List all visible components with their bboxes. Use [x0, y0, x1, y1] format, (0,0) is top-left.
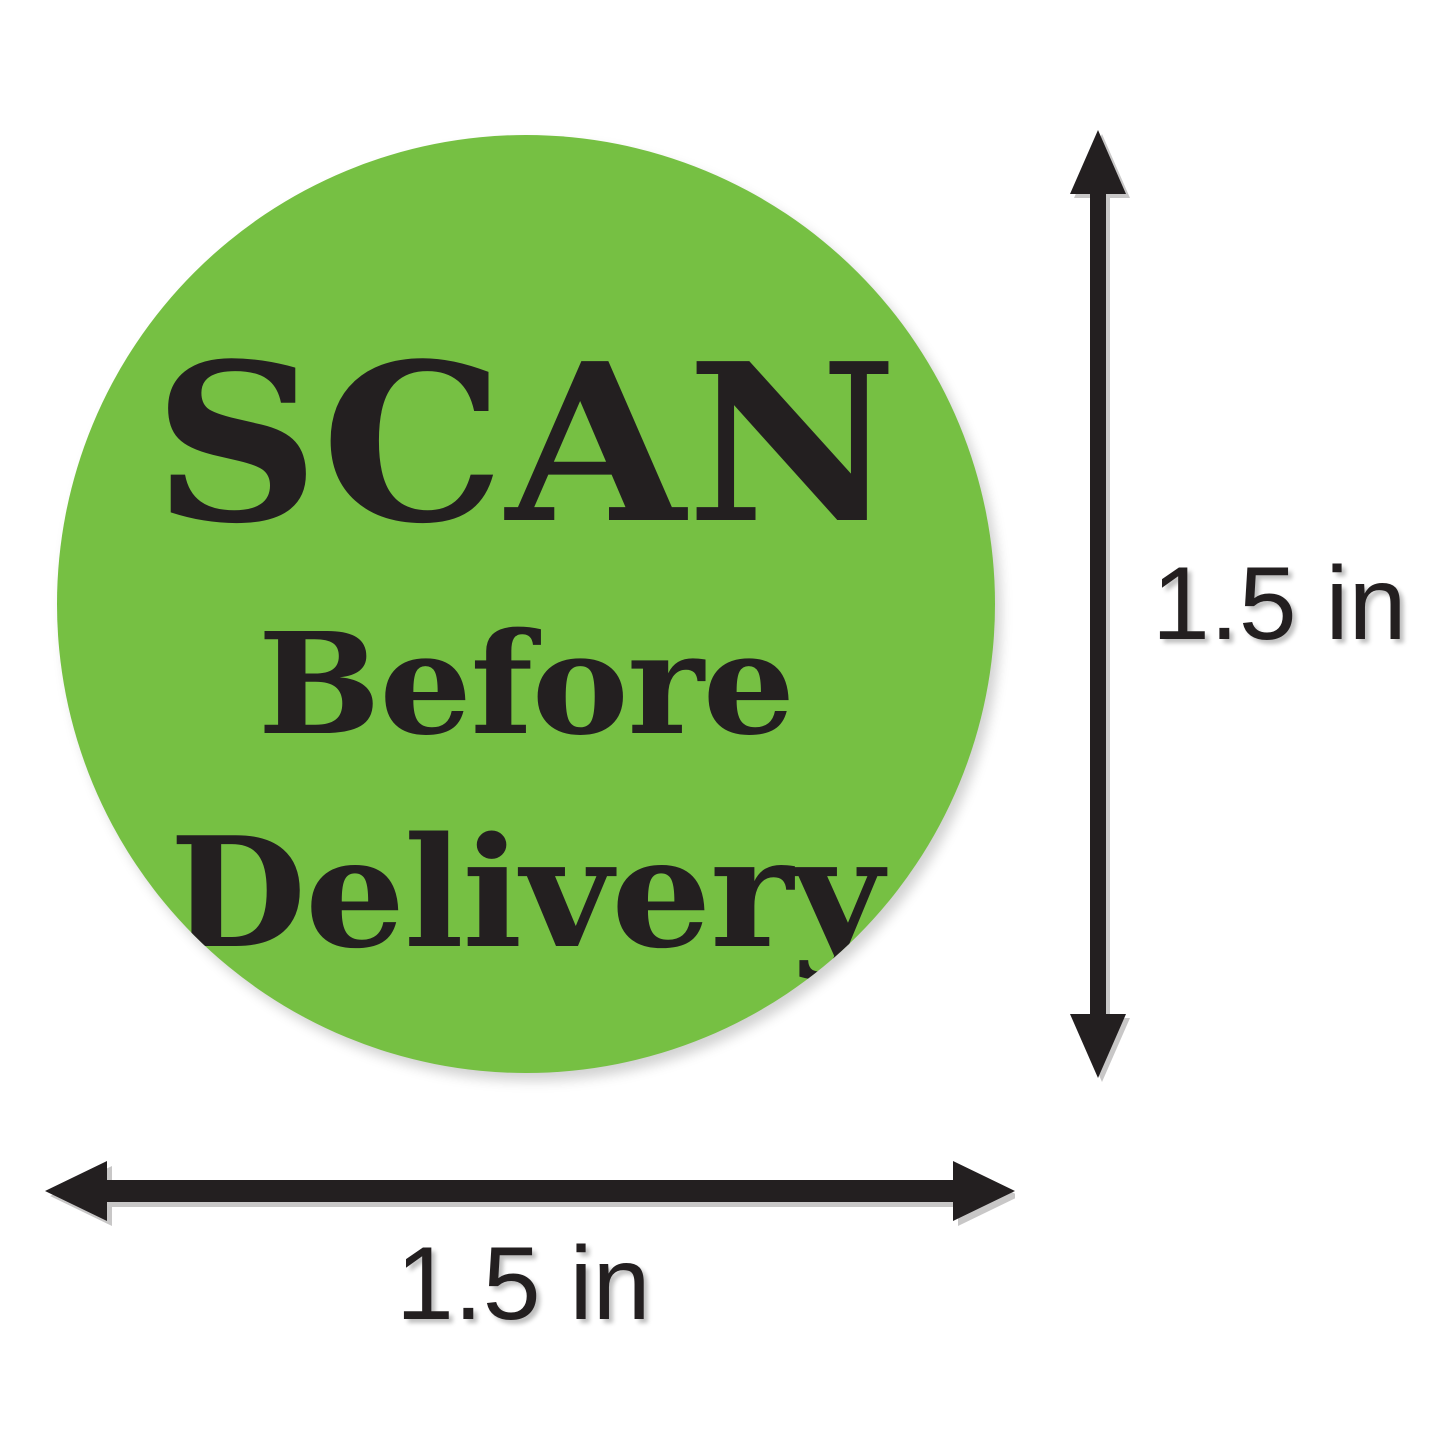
- sticker-line-delivery: Delivery: [169, 803, 884, 982]
- sticker-circle: SCAN Before Delivery: [57, 135, 995, 1073]
- width-dimension-arrow-icon: [45, 1161, 1015, 1226]
- sticker-line-scan: SCAN: [153, 316, 899, 572]
- sticker-line-before: Before: [257, 603, 796, 767]
- height-dimension-label: 1.5 in: [1152, 546, 1407, 662]
- width-dimension-label: 1.5 in: [396, 1226, 651, 1342]
- height-dimension-arrow-icon: [1070, 130, 1130, 1082]
